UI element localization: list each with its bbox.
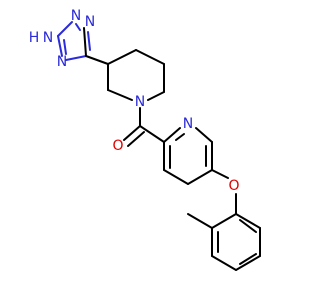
bond-py-n1-c6 xyxy=(195,127,213,143)
bond-tz-n4-n1 xyxy=(75,23,81,31)
bond-tol-c4-c5-double xyxy=(239,253,257,265)
bond-tol-c4-c5 xyxy=(235,255,261,271)
molecule-structure: N N H N N N O N O xyxy=(29,8,261,271)
atom-label-n1: N xyxy=(71,8,81,24)
bond-carbonyl-o xyxy=(123,125,141,141)
bond-tz-n3-c5 xyxy=(65,55,87,61)
bond-pyridine-ether xyxy=(211,169,229,179)
bond-tol-c6-c1-double xyxy=(239,219,257,233)
piperidine-ring xyxy=(107,49,165,101)
bond-tz-c5-n4 xyxy=(83,27,87,57)
bond-py-c4-c3 xyxy=(163,169,189,185)
atom-label-n4: N xyxy=(85,14,95,30)
bond-pip-c3-c4 xyxy=(107,49,137,65)
bond-tol-c6-c1 xyxy=(235,213,261,229)
molecule-canvas: N N H N N N O N O xyxy=(29,8,261,271)
atom-label-ether-o: O xyxy=(228,178,239,194)
bond-pip-c6-n xyxy=(147,91,165,101)
bond-py-n1-double xyxy=(175,133,185,141)
atom-label-piperidine-n: N xyxy=(135,94,145,110)
bond-tol-c3-c4 xyxy=(211,255,237,271)
bond-pip-n-c2 xyxy=(107,89,133,101)
bond-tz-n1-n2 xyxy=(57,21,73,37)
atom-label-pyridine-n: N xyxy=(183,116,193,132)
atom-label-n2-hydrogen: H xyxy=(29,30,40,46)
atom-label-carbonyl-o: O xyxy=(112,138,123,154)
tetrazole-ring xyxy=(57,21,91,61)
bond-carbonyl-o-double xyxy=(127,131,145,147)
atom-label-n3: N xyxy=(57,54,67,70)
bond-tz-n2-n3-double xyxy=(63,39,67,55)
bond-tol-c1-c2 xyxy=(211,213,237,229)
bond-carbonyl-pyridine xyxy=(139,125,165,143)
bond-tz-c5-n4-double xyxy=(87,31,91,51)
bond-methyl xyxy=(187,213,213,229)
pyridine-ring xyxy=(163,127,213,185)
bond-py-c5-c4 xyxy=(187,169,213,185)
bond-tetrazole-piperidine xyxy=(85,55,109,65)
bond-py-c2-n1 xyxy=(163,127,181,143)
atom-label-n2: N xyxy=(43,30,53,46)
bond-pip-c4-c5 xyxy=(135,49,165,65)
bond-tz-n2-n3 xyxy=(57,35,63,57)
tolyl-ring xyxy=(211,213,261,271)
